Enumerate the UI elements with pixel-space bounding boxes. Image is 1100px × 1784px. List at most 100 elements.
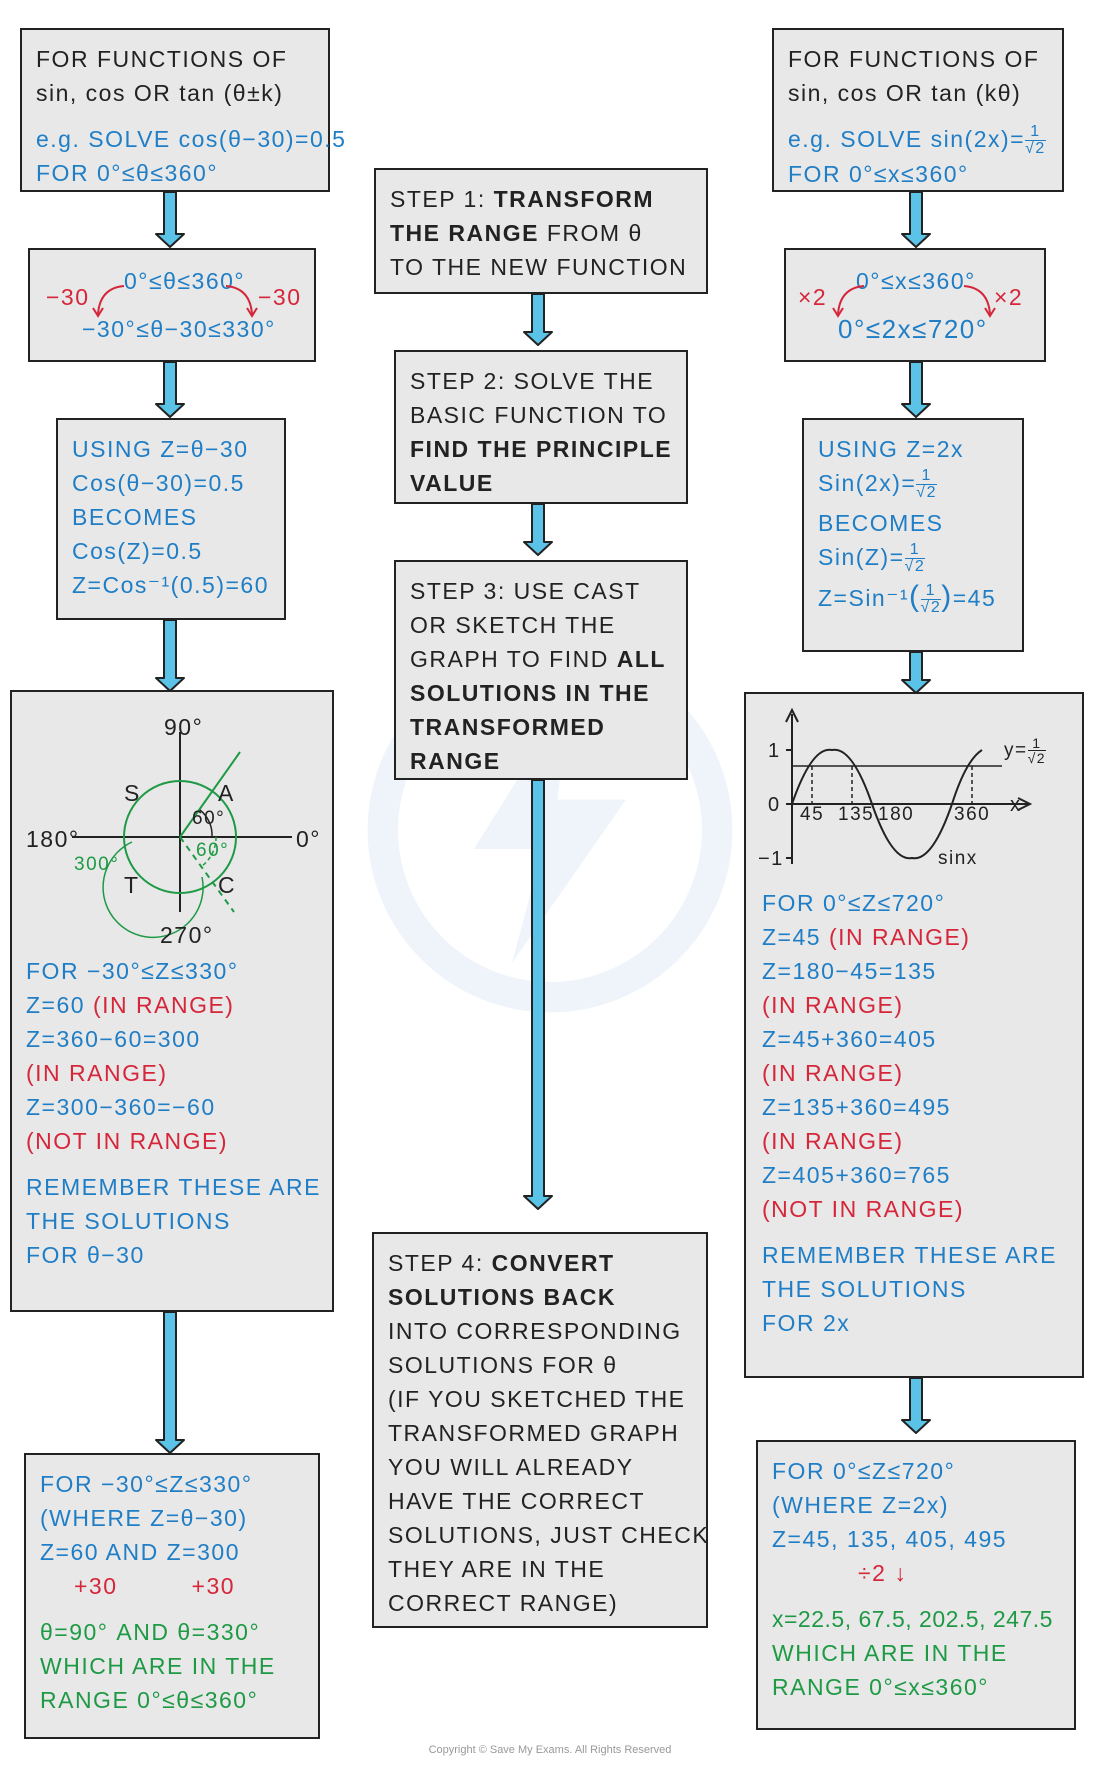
right-sol-1: Z=45 (IN RANGE)	[762, 924, 971, 950]
cast-label-180: 180°	[26, 826, 80, 852]
cast-angle-1: 60°	[192, 808, 226, 829]
right-final-line4: x=22.5, 67.5, 202.5, 247.5	[772, 1606, 1053, 1632]
cast-label-0: 0°	[296, 826, 321, 852]
step4-line10: THEY ARE IN THE	[388, 1556, 606, 1582]
left-sol-3: (IN RANGE)	[26, 1060, 168, 1086]
cast-diagram	[72, 732, 292, 939]
right-transform-left-label: ×2	[798, 284, 828, 310]
step4-line5: (IF YOU SKETCHED THE	[388, 1386, 686, 1412]
left-using-line2: Cos(θ−30)=0.5	[72, 470, 245, 496]
graph-yneg: −1	[758, 848, 784, 870]
left-transform-left-label: −30	[46, 284, 90, 310]
right-final-line3: Z=45, 135, 405, 495	[772, 1526, 1008, 1552]
right-final-divide: ÷2 ↓	[858, 1560, 908, 1586]
arrow-mid-3	[523, 779, 553, 1210]
right-final-line1: FOR 0°≤Z≤720°	[772, 1458, 956, 1484]
graph-x180: 180	[878, 804, 915, 825]
left-transform-box: 0°≤θ≤360° −30 −30 −30°≤θ−30≤330°	[28, 248, 316, 362]
step1-box: STEP 1: TRANSFORM THE RANGE FROM θ TO TH…	[374, 168, 708, 294]
right-using-line3: BECOMES	[818, 510, 944, 536]
arrow-left-2	[155, 361, 185, 418]
cast-angle-3: 300°	[74, 854, 120, 875]
step4-box: STEP 4: CONVERT SOLUTIONS BACK INTO CORR…	[372, 1232, 708, 1628]
sine-graph	[785, 707, 1033, 864]
graph-curve-label: sinx	[938, 848, 978, 869]
right-final-line2: (WHERE Z=2x)	[772, 1492, 950, 1518]
cast-label-s: S	[124, 780, 141, 806]
left-intro-box: FOR FUNCTIONS OF sin, cos OR tan (θ±k) e…	[20, 28, 345, 192]
step4-line1: STEP 4: CONVERT	[388, 1250, 615, 1276]
right-sol-2: Z=180−45=135	[762, 958, 937, 984]
right-using-line1: USING Z=2x	[818, 436, 965, 462]
left-transform-right-label: −30	[258, 284, 302, 310]
graph-y1: 1	[768, 740, 781, 762]
right-using-line2: Sin(2x)=1√2	[818, 467, 937, 502]
left-final-line6: RANGE 0°≤θ≤360°	[40, 1687, 259, 1713]
left-transform-bottom: −30°≤θ−30≤330°	[82, 316, 276, 342]
graph-x-axis-label: x	[1010, 794, 1022, 816]
right-final-line5: WHICH ARE IN THE	[772, 1640, 1008, 1666]
right-transform-box: 0°≤x≤360° ×2 ×2 0°≤2x≤720°	[784, 248, 1046, 362]
right-sol-5: (IN RANGE)	[762, 1060, 904, 1086]
step3-box: STEP 3: USE CAST OR SKETCH THE GRAPH TO …	[394, 560, 688, 780]
left-intro-line4: FOR 0°≤θ≤360°	[36, 160, 219, 186]
right-using-line4: Sin(Z)=1√2	[818, 541, 926, 576]
left-using-box: USING Z=θ−30 Cos(θ−30)=0.5 BECOMES Cos(Z…	[56, 418, 286, 620]
right-sol-9: (NOT IN RANGE)	[762, 1196, 965, 1222]
right-sol-6: Z=135+360=495	[762, 1094, 951, 1120]
cast-label-c: C	[218, 872, 237, 898]
graph-y0: 0	[768, 794, 781, 816]
left-curved-arrow-icon	[92, 285, 125, 318]
left-sol-5: (NOT IN RANGE)	[26, 1128, 229, 1154]
left-final-line3: Z=60 AND Z=300	[40, 1539, 240, 1565]
step1-line1: STEP 1: TRANSFORM	[390, 186, 655, 212]
right-using-line5: Z=Sin⁻¹(1√2)=45	[818, 580, 997, 617]
arrow-mid-1	[523, 293, 553, 346]
left-sol-4: Z=300−360=−60	[26, 1094, 216, 1120]
left-final-plus: +30+30	[40, 1569, 304, 1615]
arrow-left-1	[155, 191, 185, 248]
arrow-right-1	[901, 191, 931, 248]
step2-line4: VALUE	[410, 470, 494, 496]
step3-line6: RANGE	[410, 748, 501, 774]
right-remember-1: REMEMBER THESE ARE	[762, 1242, 1057, 1268]
right-using-box: USING Z=2x Sin(2x)=1√2 BECOMES Sin(Z)=1√…	[802, 418, 1024, 652]
left-final-line4: θ=90° AND θ=330°	[40, 1619, 261, 1645]
right-sol-4: Z=45+360=405	[762, 1026, 937, 1052]
left-remember-2: THE SOLUTIONS	[26, 1208, 231, 1234]
step4-line8: HAVE THE CORRECT	[388, 1488, 646, 1514]
left-final-line5: WHICH ARE IN THE	[40, 1653, 276, 1679]
arrow-right-4	[901, 1377, 931, 1434]
left-remember-3: FOR θ−30	[26, 1242, 145, 1268]
step1-line2: THE RANGE FROM θ	[390, 220, 643, 246]
graph-x45: 45	[800, 804, 825, 825]
right-final-box: FOR 0°≤Z≤720° (WHERE Z=2x) Z=45, 135, 40…	[756, 1440, 1076, 1730]
step3-line1: STEP 3: USE CAST	[410, 578, 641, 604]
left-transform-top: 0°≤θ≤360°	[124, 268, 246, 294]
right-solutions-list: FOR 0°≤Z≤720° Z=45 (IN RANGE) Z=180−45=1…	[762, 886, 1057, 1340]
left-curved-arrow-right-icon	[225, 285, 258, 318]
left-final-box: FOR −30°≤Z≤330° (WHERE Z=θ−30) Z=60 AND …	[24, 1453, 320, 1739]
step3-line3: GRAPH TO FIND ALL	[410, 646, 666, 672]
right-transform-top: 0°≤x≤360°	[856, 268, 976, 294]
arrow-right-2	[901, 361, 931, 418]
step4-line11: CORRECT RANGE)	[388, 1590, 619, 1616]
left-using-line3: BECOMES	[72, 504, 198, 530]
cast-label-a: A	[218, 780, 235, 806]
arrow-mid-2	[523, 503, 553, 556]
step3-line5: TRANSFORMED	[410, 714, 606, 740]
cast-label-270: 270°	[160, 922, 214, 948]
left-remember-1: REMEMBER THESE ARE	[26, 1174, 321, 1200]
left-intro-line1: FOR FUNCTIONS OF	[36, 46, 288, 72]
right-intro-line4: FOR 0°≤x≤360°	[788, 161, 969, 188]
left-final-line2: (WHERE Z=θ−30)	[40, 1505, 248, 1531]
left-final-plus2: +30	[191, 1573, 236, 1599]
arrow-left-3	[155, 619, 185, 692]
left-solutions-list: FOR −30°≤Z≤330° Z=60 (IN RANGE) Z=360−60…	[26, 954, 321, 1272]
step4-line2: SOLUTIONS BACK	[388, 1284, 616, 1310]
cast-label-90: 90°	[164, 714, 204, 740]
right-sol-7: (IN RANGE)	[762, 1128, 904, 1154]
left-cast-box: 90° 270° 180° 0° S A T C 60° 60° 300° FO…	[10, 690, 334, 1312]
left-final-line1: FOR −30°≤Z≤330°	[40, 1471, 253, 1497]
left-using-line4: Cos(Z)=0.5	[72, 538, 203, 564]
